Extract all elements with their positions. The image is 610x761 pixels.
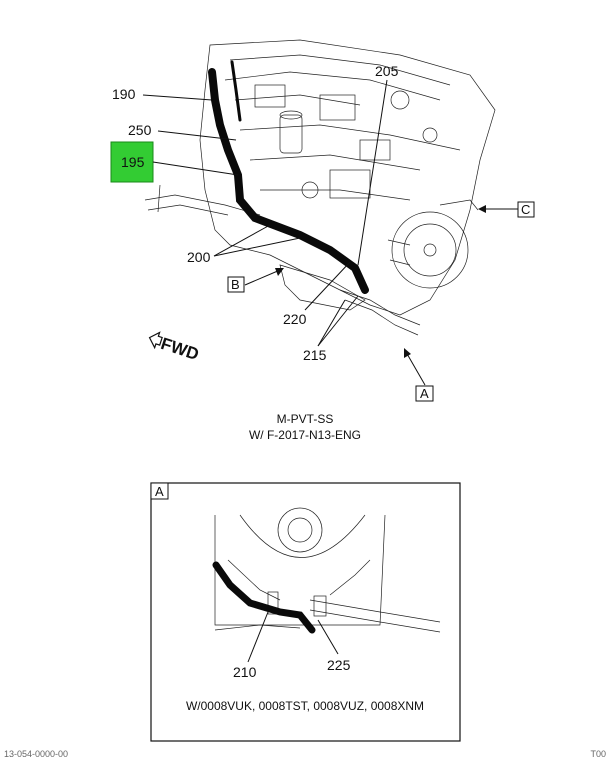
callout-190[interactable]: 190 bbox=[112, 86, 136, 102]
callout-195[interactable]: 195 bbox=[121, 154, 145, 170]
arrow-a-line bbox=[405, 351, 426, 386]
view-marker-a[interactable]: A bbox=[420, 386, 429, 401]
detail-view-a: A 210 225 W/0008VUK, 0008TST, 0008VUZ, 0… bbox=[150, 482, 461, 742]
leader-210 bbox=[247, 611, 269, 663]
arrow-b-head bbox=[275, 268, 284, 276]
arrow-b-line bbox=[244, 269, 281, 286]
callout-195-highlight bbox=[110, 141, 154, 183]
coolant-hose bbox=[208, 60, 369, 294]
view-marker-b-box bbox=[227, 276, 245, 293]
main-caption-line1: M-PVT-SS bbox=[277, 412, 334, 426]
detail-frame bbox=[150, 482, 461, 742]
main-caption-line2: W/ F-2017-N13-ENG bbox=[249, 428, 361, 442]
fwd-label: FWD bbox=[158, 334, 201, 364]
detail-illustration bbox=[212, 507, 441, 634]
leader-215a bbox=[317, 299, 346, 347]
fwd-indicator: FWD bbox=[148, 331, 201, 364]
detail-letter-box bbox=[150, 482, 169, 500]
callout-250[interactable]: 250 bbox=[128, 122, 152, 138]
callout-220[interactable]: 220 bbox=[283, 311, 307, 327]
leader-195 bbox=[152, 161, 239, 176]
arrow-c-head bbox=[478, 205, 486, 213]
view-marker-c-box bbox=[517, 201, 535, 218]
callout-225[interactable]: 225 bbox=[327, 657, 351, 673]
footer-left-code: 13-054-0000-00 bbox=[4, 749, 69, 759]
callout-215[interactable]: 215 bbox=[303, 347, 327, 363]
leader-200b bbox=[213, 237, 301, 257]
leader-225 bbox=[317, 619, 339, 655]
fwd-arrow-icon bbox=[148, 331, 163, 350]
engine-illustration bbox=[144, 39, 496, 336]
leader-215b bbox=[317, 295, 359, 347]
leader-200a bbox=[213, 224, 271, 257]
leader-190 bbox=[142, 94, 213, 101]
view-marker-a-box bbox=[415, 385, 434, 402]
callout-200[interactable]: 200 bbox=[187, 249, 211, 265]
leader-250 bbox=[157, 130, 237, 141]
arrow-a-head bbox=[404, 348, 411, 358]
view-marker-c[interactable]: C bbox=[521, 202, 530, 217]
leader-220 bbox=[304, 261, 351, 311]
callout-210[interactable]: 210 bbox=[233, 664, 257, 680]
detail-letter: A bbox=[155, 484, 164, 499]
leader-205 bbox=[357, 79, 388, 266]
view-marker-b[interactable]: B bbox=[231, 277, 240, 292]
detail-caption: W/0008VUK, 0008TST, 0008VUZ, 0008XNM bbox=[186, 699, 424, 713]
footer-right-code: T00 bbox=[590, 749, 606, 759]
callout-205[interactable]: 205 bbox=[375, 63, 399, 79]
